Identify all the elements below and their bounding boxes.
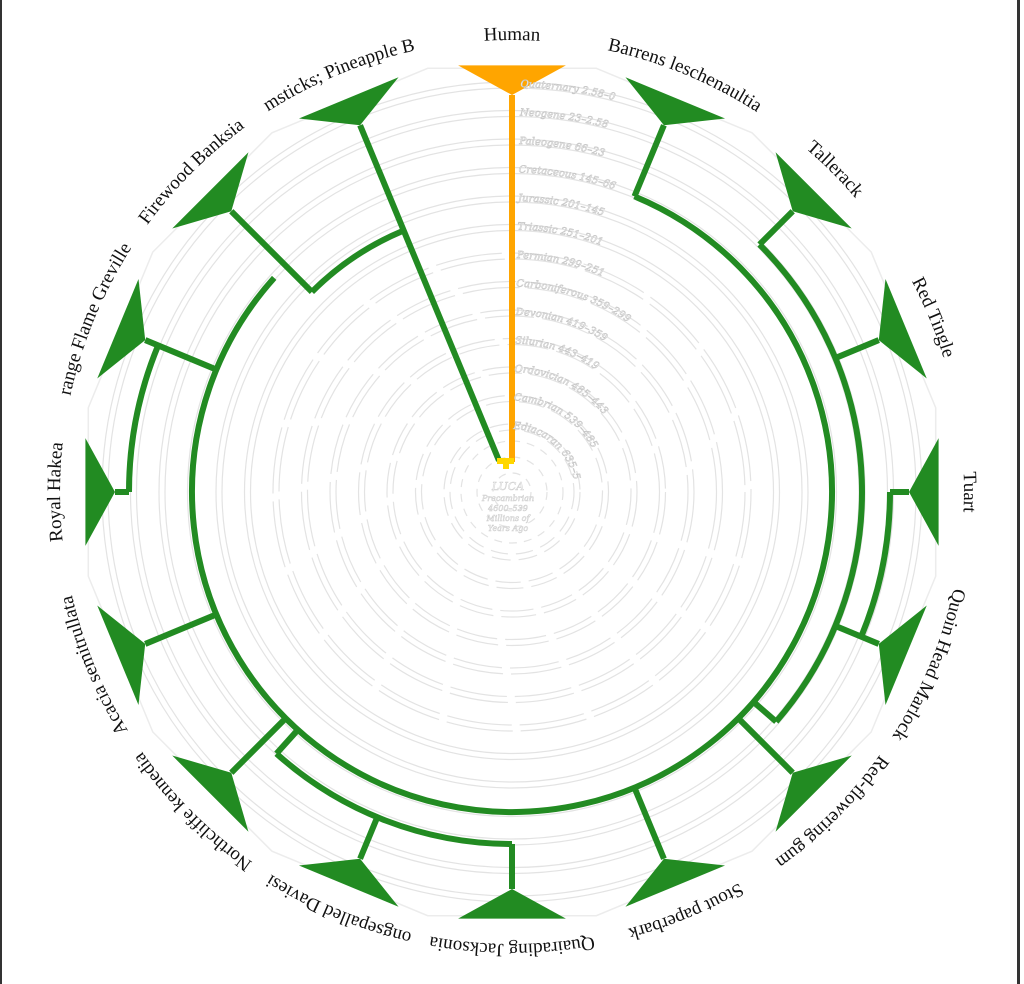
arc-eucalypt — [757, 242, 865, 724]
leaf-triangle — [878, 278, 927, 379]
leaf-triangle — [878, 605, 927, 706]
era-label-text: Permian 299–251 — [515, 250, 606, 280]
era-label-text: Neogene 23–2.58 — [518, 107, 609, 131]
leaf-triangle — [775, 152, 852, 229]
root-unit-line2: Years Ago — [488, 524, 528, 533]
leaf-triangle — [625, 858, 726, 907]
branch-tallerack — [757, 209, 795, 247]
luca-marker — [497, 458, 514, 469]
leaf-triangle — [97, 605, 146, 706]
leaf-label: Human — [483, 24, 541, 46]
root-era: Precambrian — [481, 494, 534, 503]
era-ring-inner — [476, 456, 548, 528]
era-label: Quaternary 2.58–0 — [520, 79, 617, 103]
leaf-label-text: Red Tingle — [907, 274, 959, 360]
era-ring — [420, 400, 604, 584]
branch-red-tingle — [834, 337, 880, 361]
branch-eucalypt-join — [751, 699, 779, 724]
leaf-triangle — [625, 77, 726, 126]
branches — [115, 95, 909, 889]
leaf-label-text: ongsepalled Daviesi — [262, 870, 413, 948]
leaf-triangle — [172, 152, 249, 229]
era-ring — [443, 423, 581, 561]
branch-stout-paperbark — [631, 786, 667, 860]
branch-red-flowering — [736, 716, 795, 775]
branch-firewood — [229, 209, 315, 295]
arc-hakea-grevillea — [126, 344, 161, 493]
era-label: Permian 299–251 — [516, 250, 606, 279]
era-label: Paleogene 66–23 — [518, 136, 606, 159]
era-ring — [278, 258, 746, 726]
branch-orange-flame — [144, 337, 218, 373]
leaf-label: Tuart — [959, 471, 980, 513]
era-ring-inner — [460, 440, 564, 544]
era-label-text: Quaternary 2.58–0 — [520, 79, 617, 104]
branch-quoin-head — [834, 623, 880, 647]
arc-firewood-drumsticks — [309, 228, 404, 295]
leaf-triangle — [85, 438, 115, 546]
era-label-text: Paleogene 66–23 — [518, 136, 606, 160]
era-label: Triassic 251–201 — [517, 222, 604, 249]
era-label-text: Cretaceous 145–66 — [518, 164, 618, 192]
branch-acacia — [144, 611, 218, 647]
leaf-triangle — [458, 65, 566, 95]
leaf-label: Royal Hakea — [44, 441, 68, 543]
root-name: LUCA — [491, 480, 524, 493]
leaf-triangle — [775, 755, 852, 832]
root-unit-line1: Millions of — [486, 514, 532, 523]
branch-daviesia — [357, 816, 381, 860]
leaf-triangle — [172, 755, 249, 832]
leaf-label: ongsepalled Daviesi — [262, 870, 413, 948]
leaf-label: Quairading Jacksonia — [427, 932, 596, 960]
arc-tuart-quoin — [858, 491, 893, 638]
era-label-text: Triassic 251–201 — [517, 221, 605, 248]
root-range: 4600–539 — [487, 504, 528, 513]
leaf-label-text: Tuart — [959, 471, 980, 513]
era-label: Jurassic 201–145 — [516, 193, 606, 219]
leaf-label: Red Tingle — [907, 274, 959, 360]
arc-legumes — [274, 751, 513, 847]
era-ring-inner — [492, 472, 532, 512]
leaf-label-text: Royal Hakea — [44, 441, 68, 543]
leaf-triangle — [298, 858, 399, 907]
era-ring — [414, 394, 610, 590]
leaf-triangle — [298, 77, 399, 126]
leaf-triangle — [97, 278, 146, 379]
leaf-markers — [85, 65, 939, 919]
leaf-triangle — [458, 889, 566, 919]
arc-main — [189, 193, 835, 815]
era-label-text: Jurassic 201–145 — [516, 193, 606, 219]
era-label: Cretaceous 145–66 — [519, 165, 618, 193]
branch-legumes-join — [274, 727, 301, 756]
leaf-label-text: Human — [483, 24, 541, 46]
branch-northcliffe — [229, 716, 288, 775]
branch-drumsticks — [357, 124, 502, 462]
leaf-triangle — [909, 438, 939, 546]
leaf-label-text: Quairading Jacksonia — [427, 932, 596, 960]
branch-barrens — [631, 124, 667, 198]
luca-root: LUCA Precambrian 4600–539 Millions of Ye… — [481, 458, 534, 533]
era-label: Neogene 23–2.58 — [519, 108, 610, 131]
